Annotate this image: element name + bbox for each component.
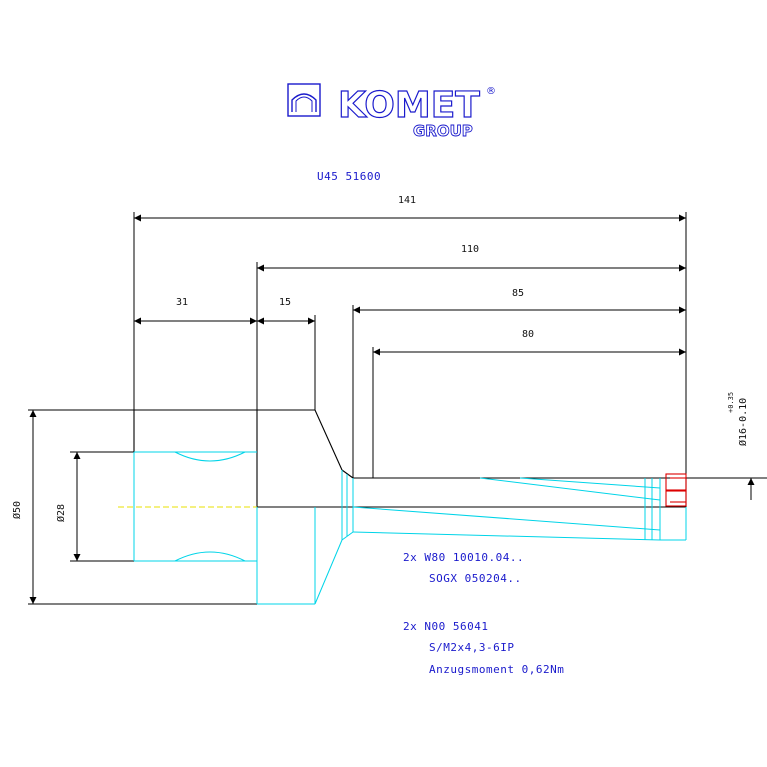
screw-line-3: Anzugsmoment 0,62Nm [429,663,564,676]
dim-tolerance-upper: +0.35 [727,392,735,413]
part-number: U45 51600 [317,170,381,183]
dim-31: 31 [176,297,188,308]
cutting-inserts [665,473,687,507]
dim-80: 80 [522,329,534,340]
komet-logo: KOMET ® GROUP [287,83,496,140]
part-contour [133,451,687,605]
komet-emblem-icon [287,83,321,117]
insert-line-1: 2x W80 10010.04.. [403,551,524,564]
dim-110: 110 [461,244,479,255]
part-outline [133,409,687,508]
dim-85: 85 [512,288,524,299]
dim-dia-50: Ø50 [11,501,23,519]
insert-line-2: SOGX 050204.. [429,572,522,585]
logo-registered: ® [486,86,496,97]
screw-line-1: 2x N00 56041 [403,620,488,633]
dim-15: 15 [279,297,291,308]
screw-line-2: S/M2x4,3-6IP [429,641,514,654]
dimension-lines [133,212,687,478]
notes: 2x W80 10010.04.. SOGX 050204.. 2x N00 5… [403,551,564,676]
diameter-dimension-lines [28,409,767,605]
logo-sub: GROUP [413,122,473,140]
dim-141: 141 [398,195,416,206]
logo-brand: KOMET [338,85,480,126]
dim-dia-16: Ø16-0.10 [737,398,749,446]
dim-dia-28: Ø28 [55,504,67,522]
